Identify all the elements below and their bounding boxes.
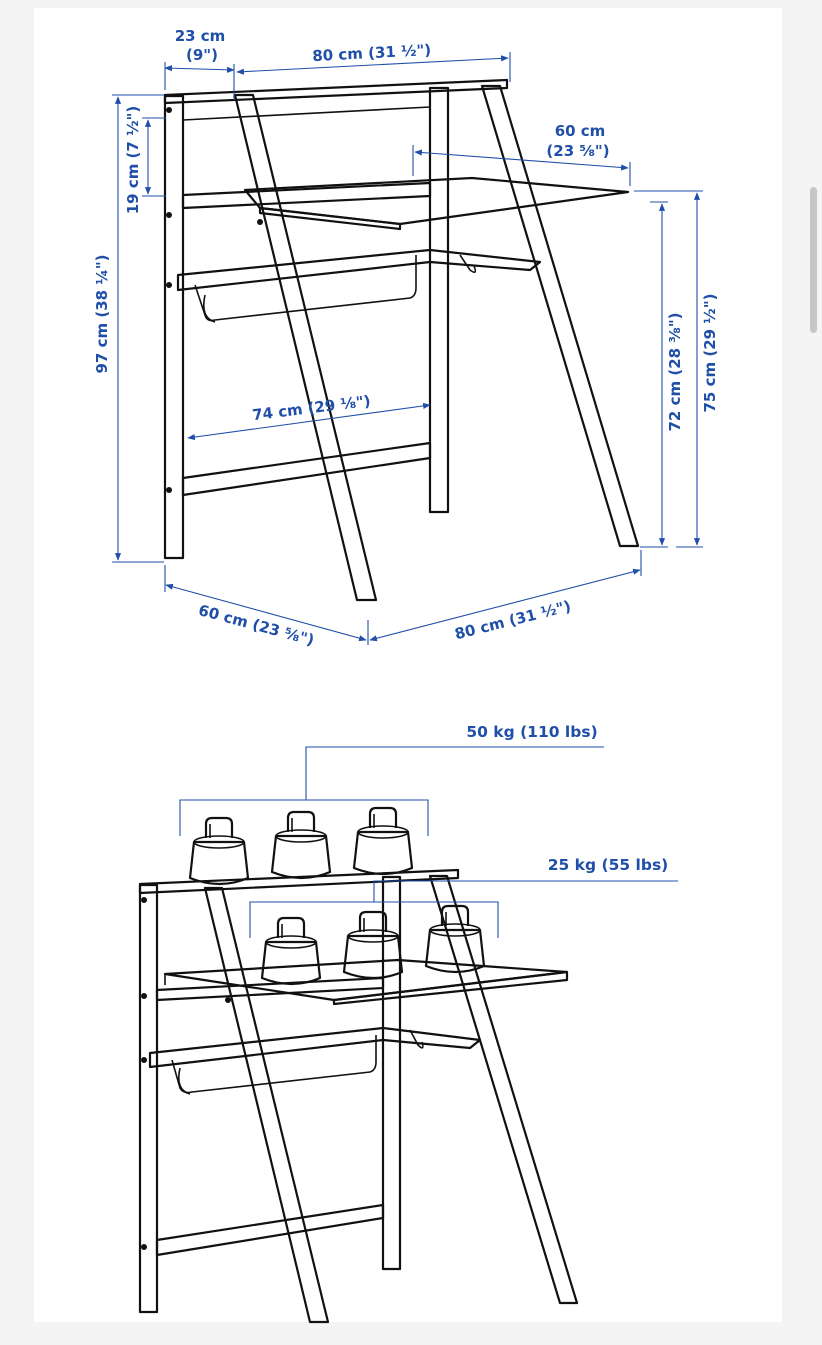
desk-load-label: 25 kg (55 lbs) — [548, 856, 669, 874]
top-shelf-load-label: 50 kg (110 lbs) — [466, 723, 597, 741]
dimension-panel — [34, 8, 782, 1322]
depth-top-shelf-label: 23 cm — [175, 27, 226, 45]
dimension-lines-top — [112, 52, 703, 645]
base-depth-label: 60 cm (23 ⅝") — [196, 601, 316, 649]
desk-height-label: 75 cm (29 ½") — [701, 294, 719, 413]
scrollbar[interactable] — [810, 187, 817, 333]
shelf-gap-label: 19 cm (7 ½") — [124, 106, 142, 215]
weight-icon — [352, 806, 414, 876]
desk-depth-in-label: (23 ⅝") — [546, 142, 609, 160]
weight-icon — [424, 904, 486, 974]
top-shelf-weights — [188, 806, 414, 886]
width-top-label: 80 cm (31 ½") — [312, 41, 432, 65]
depth-top-shelf-in-label: (9") — [186, 46, 218, 64]
desk-drawing-bottom — [138, 868, 579, 1324]
inner-width-label: 74 cm (29 ⅛") — [251, 392, 371, 424]
desk-depth-label: 60 cm — [555, 122, 606, 140]
weight-icon — [342, 910, 404, 980]
weight-icon — [270, 810, 332, 880]
under-desk-height-label: 72 cm (28 ⅜") — [666, 313, 684, 432]
load-brackets — [179, 746, 678, 938]
weight-icon — [188, 816, 250, 886]
base-width-label: 80 cm (31 ½") — [453, 597, 573, 643]
weight-icon — [260, 916, 322, 986]
total-height-label: 97 cm (38 ¼") — [93, 255, 111, 374]
desk-weights — [260, 904, 486, 986]
